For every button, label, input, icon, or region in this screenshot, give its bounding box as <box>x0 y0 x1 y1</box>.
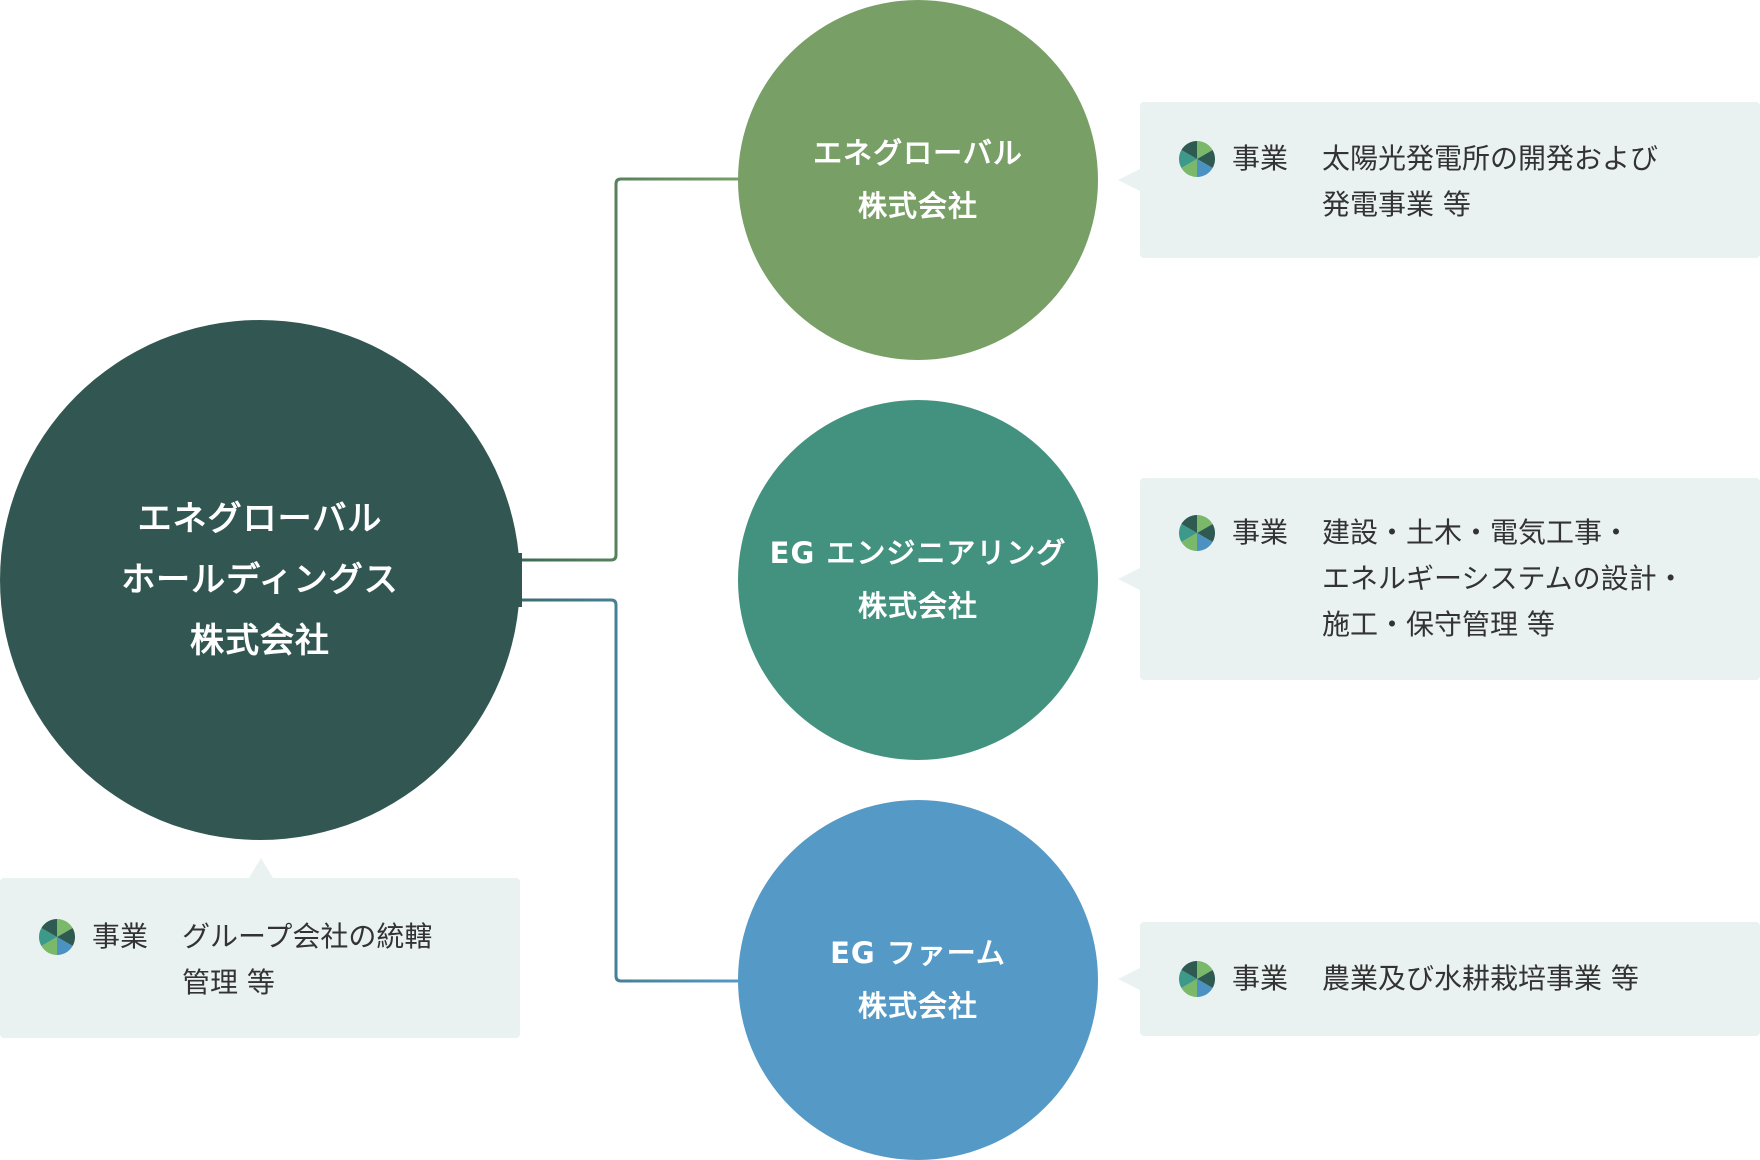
pinwheel-logo-icon <box>1179 961 1215 997</box>
subsidiary-3-name-line-2: 株式会社 <box>857 989 978 1023</box>
business-box-3: 事業 農業及び水耕栽培事業 等 <box>1118 922 1760 1036</box>
subsidiary-3-name-line-1: EG ファーム <box>830 936 1006 970</box>
business-box-1: 事業 太陽光発電所の開発および 発電事業 等 <box>1118 102 1760 258</box>
business-label: 事業 <box>1232 516 1289 549</box>
parent-company-circle: エネグローバル ホールディングス 株式会社 <box>0 320 520 840</box>
business-description: 農業及び水耕栽培事業 等 <box>1322 956 1639 1002</box>
business-label: 事業 <box>1232 142 1289 175</box>
subsidiary-1-name-line-1: エネグローバル <box>813 136 1023 170</box>
business-description-line: 太陽光発電所の開発および <box>1322 142 1659 175</box>
business-description: グループ会社の統轄 管理 等 <box>182 914 432 1006</box>
business-description-line: 施工・保守管理 等 <box>1322 608 1555 641</box>
pinwheel-logo-icon <box>39 919 75 955</box>
parent-business-box: 事業 グループ会社の統轄 管理 等 <box>0 858 520 1038</box>
business-description: 建設・土木・電気工事・ エネルギーシステムの設計・ 施工・保守管理 等 <box>1322 510 1685 648</box>
parent-name-line-1: エネグローバル <box>137 498 383 539</box>
subsidiary-circle-1: エネグローバル 株式会社 <box>738 0 1098 360</box>
business-label: 事業 <box>92 920 149 953</box>
subsidiary-1-name-line-2: 株式会社 <box>857 189 978 223</box>
subsidiary-circle-2: EG エンジニアリング 株式会社 <box>738 400 1098 760</box>
pinwheel-logo-icon <box>1179 141 1215 177</box>
business-description-line: 建設・土木・電気工事・ <box>1322 516 1631 549</box>
subsidiary-circle-3: EG ファーム 株式会社 <box>738 800 1098 1160</box>
connector-line-1 <box>520 177 740 562</box>
business-box-2: 事業 建設・土木・電気工事・ エネルギーシステムの設計・ 施工・保守管理 等 <box>1118 478 1760 680</box>
subsidiary-2-name-line-1: EG エンジニアリング <box>769 536 1067 570</box>
business-description: 太陽光発電所の開発および 発電事業 等 <box>1322 136 1658 228</box>
business-label: 事業 <box>1232 962 1289 995</box>
business-description-line: 発電事業 等 <box>1322 188 1471 221</box>
connector-line-3 <box>520 598 740 983</box>
subsidiary-2-name-line-2: 株式会社 <box>857 589 978 623</box>
pinwheel-logo-icon <box>1179 515 1215 551</box>
business-description-line: 農業及び水耕栽培事業 等 <box>1322 962 1639 995</box>
business-description-line: エネルギーシステムの設計・ <box>1322 562 1685 595</box>
business-description-line: 管理 等 <box>182 966 275 999</box>
parent-name-line-3: 株式会社 <box>190 620 330 661</box>
business-description-line: グループ会社の統轄 <box>182 920 433 953</box>
parent-name-line-2: ホールディングス <box>121 559 399 600</box>
